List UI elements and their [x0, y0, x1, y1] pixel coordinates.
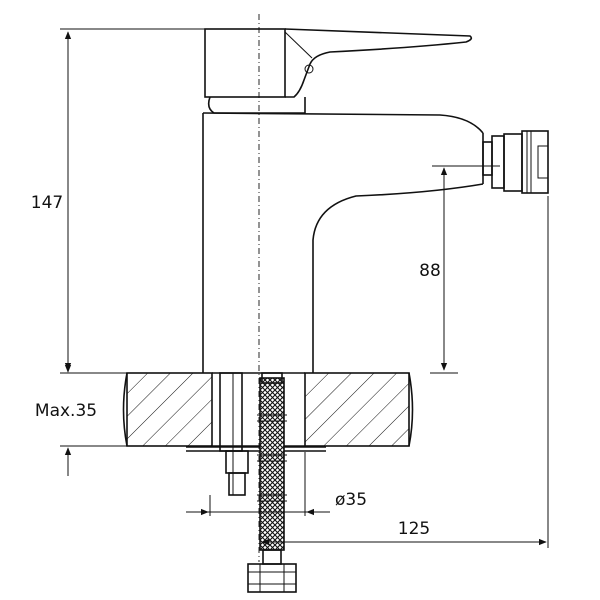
faucet-body — [202, 28, 549, 373]
dimension-lines — [60, 28, 549, 548]
spout-height-88-label: 88 — [419, 261, 441, 281]
diameter-35-label: ø35 — [335, 490, 367, 510]
mounting-hardware — [219, 372, 297, 593]
max-35-label: Max.35 — [35, 401, 97, 421]
reach-125-label: 125 — [398, 519, 430, 539]
countertop-section — [122, 372, 414, 452]
height-147-label: 147 — [31, 193, 63, 213]
